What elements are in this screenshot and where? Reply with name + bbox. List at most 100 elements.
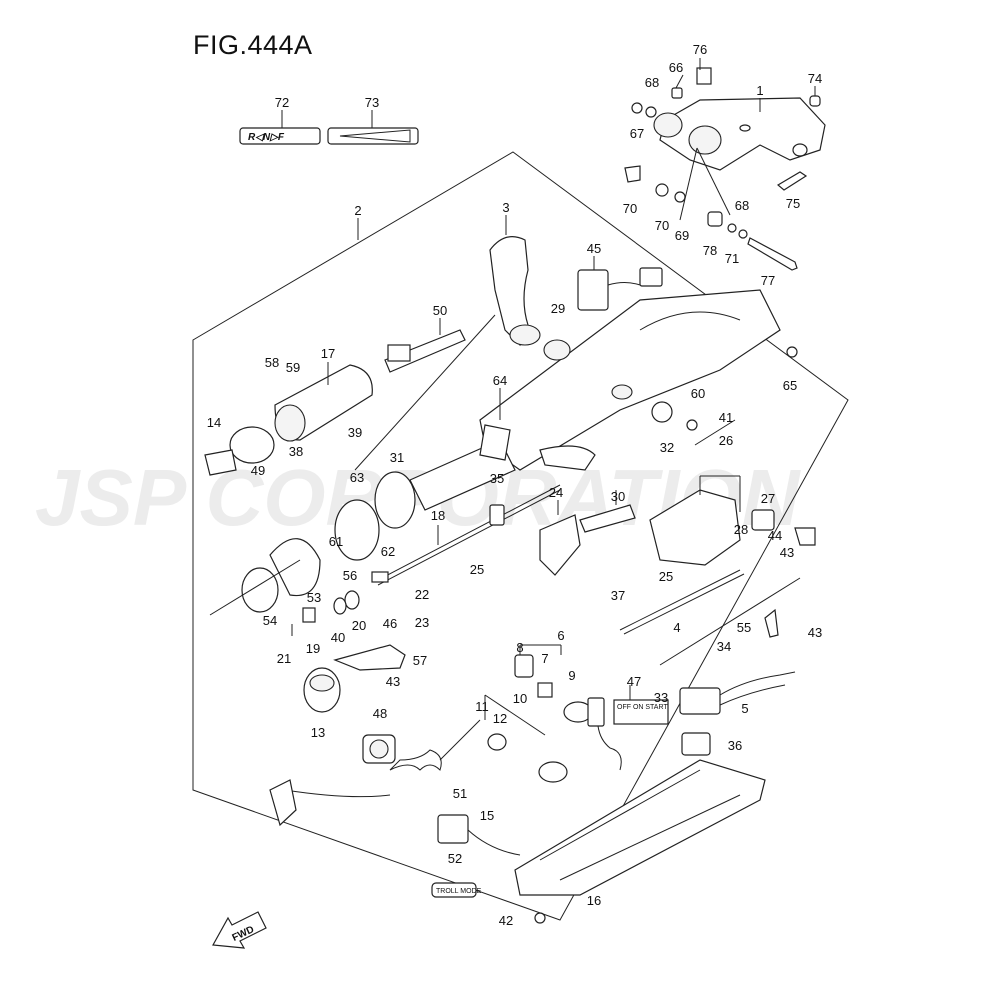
- callout-15: 15: [480, 808, 494, 823]
- callout-73: 73: [365, 95, 379, 110]
- shaft-assembly: [371, 424, 596, 586]
- callout-19: 19: [306, 641, 320, 656]
- callout-38: 38: [289, 444, 303, 459]
- cable-4: [619, 569, 741, 631]
- callout-20: 20: [352, 618, 366, 633]
- callout-7: 7: [541, 651, 548, 666]
- callout-54: 54: [263, 613, 277, 628]
- shift-lever-3: [489, 236, 541, 347]
- callout-58: 58: [265, 355, 279, 370]
- bolt-65: [786, 346, 798, 358]
- callout-13: 13: [311, 725, 325, 740]
- callout-18: 18: [431, 508, 445, 523]
- decal-72: R◁N▷F: [239, 127, 321, 145]
- decal-73: [327, 127, 419, 145]
- callout-42: 42: [499, 913, 513, 928]
- callout-11: 11: [475, 699, 489, 714]
- callout-35: 35: [490, 471, 504, 486]
- bracket-24: [539, 514, 581, 576]
- callout-33: 33: [654, 690, 668, 705]
- callout-22: 22: [415, 587, 429, 602]
- callout-32: 32: [660, 440, 674, 455]
- callout-76: 76: [693, 42, 707, 57]
- callout-68a: 68: [645, 75, 659, 90]
- grommet-29: [543, 339, 571, 361]
- screw-42: [534, 912, 546, 924]
- handle-guide-line: [354, 314, 496, 471]
- part-32: [651, 401, 673, 423]
- callout-64: 64: [493, 373, 507, 388]
- callout-12: 12: [493, 711, 507, 726]
- callout-70a: 70: [623, 201, 637, 216]
- bracket-assembly-1: [624, 67, 826, 271]
- ring-63: [334, 499, 380, 561]
- callout-30: 30: [611, 489, 625, 504]
- callout-44: 44: [768, 528, 782, 543]
- decal-52-text: TROLL MODE: [436, 888, 482, 895]
- callout-72: 72: [275, 95, 289, 110]
- callout-52: 52: [448, 851, 462, 866]
- callout-47: 47: [627, 674, 641, 689]
- ring-31: [374, 471, 416, 529]
- figure-title: FIG.444A: [193, 30, 313, 60]
- callout-68b: 68: [735, 198, 749, 213]
- callout-75: 75: [786, 196, 800, 211]
- callout-37: 37: [611, 588, 625, 603]
- bushing-20: [344, 590, 360, 610]
- part-50: [384, 329, 466, 373]
- callout-23: 23: [415, 615, 429, 630]
- cone-edge: [209, 559, 301, 616]
- callout-39: 39: [348, 425, 362, 440]
- callout-71: 71: [725, 251, 739, 266]
- callout-10: 10: [513, 691, 527, 706]
- callout-9: 9: [568, 668, 575, 683]
- callout-17: 17: [321, 346, 335, 361]
- decal-52: TROLL MODE: [431, 882, 482, 898]
- callout-51: 51: [453, 786, 467, 801]
- lever-30: [579, 504, 636, 533]
- fwd-arrow: FWD: [212, 911, 267, 949]
- callout-70b: 70: [655, 218, 669, 233]
- decal-47: OFF ON START: [613, 699, 669, 725]
- end-cap-14: [204, 426, 275, 476]
- callout-45: 45: [587, 241, 601, 256]
- callout-2: 2: [354, 203, 361, 218]
- bracket-46: [333, 644, 406, 671]
- callout-63: 63: [350, 470, 364, 485]
- callout-50: 50: [433, 303, 447, 318]
- knob-13: [303, 667, 341, 713]
- callout-78: 78: [703, 243, 717, 258]
- connector-5: [679, 671, 796, 715]
- callout-59: 59: [286, 360, 300, 375]
- callout-56: 56: [343, 568, 357, 583]
- callout-28: 28: [734, 522, 748, 537]
- decal-47-text: OFF ON START: [617, 704, 668, 711]
- decal-72-text: R◁N▷F: [248, 132, 285, 143]
- callout-16: 16: [587, 893, 601, 908]
- cable-4-edge: [623, 573, 745, 635]
- callout-14: 14: [207, 415, 221, 430]
- callout-62: 62: [381, 544, 395, 559]
- callout-3: 3: [502, 200, 509, 215]
- callout-60: 60: [691, 386, 705, 401]
- callout-21: 21: [277, 651, 291, 666]
- lower-cover-16: [514, 759, 766, 896]
- callout-31: 31: [390, 450, 404, 465]
- leader-lines: [281, 58, 816, 736]
- grip-17: [274, 364, 373, 442]
- callout-41: 41: [719, 410, 733, 425]
- bracket-44: [794, 527, 816, 546]
- callout-69: 69: [675, 228, 689, 243]
- bracket-55: [764, 608, 779, 638]
- callout-24: 24: [549, 485, 563, 500]
- callout-43c: 43: [386, 674, 400, 689]
- assembly-boundary-2: [192, 151, 849, 921]
- callout-53: 53: [307, 590, 321, 605]
- callout-5: 5: [741, 701, 748, 716]
- washer-12: [487, 733, 507, 751]
- callout-46: 46: [383, 616, 397, 631]
- bolt-41: [694, 419, 736, 446]
